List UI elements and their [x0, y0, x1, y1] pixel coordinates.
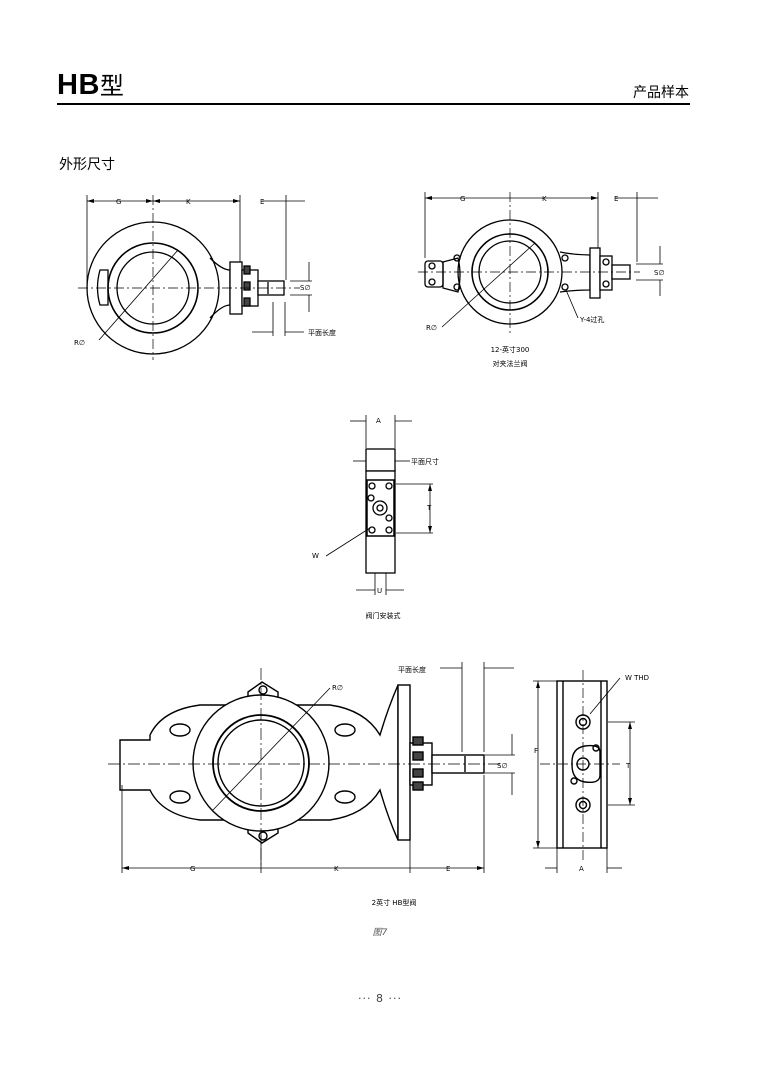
- document-type: 产品样本: [633, 85, 689, 101]
- fig4-label-g: G: [190, 865, 195, 873]
- fig5-label-a: A: [579, 865, 584, 873]
- page-number: ··· 8 ···: [358, 992, 402, 1005]
- fig1-label-k: K: [186, 198, 191, 206]
- fig1-label-r: R∅: [74, 339, 85, 347]
- fig2-labels: G K E S∅ R∅ Y-4过孔 12-英寸300 对夹法兰阀: [426, 195, 665, 368]
- fig1-label-flat-length: 平面长度: [308, 328, 336, 337]
- figure-label: 图7: [372, 928, 388, 938]
- fig2-label-e: E: [614, 195, 618, 203]
- fig4-label-e: E: [446, 865, 450, 873]
- series-title: HB型: [57, 69, 125, 101]
- fig2-valve-front-view: [418, 192, 663, 336]
- fig3-label-w: W: [312, 552, 319, 560]
- fig2-label-g: G: [460, 195, 465, 203]
- fig1-label-s: S∅: [300, 284, 311, 292]
- section-title: 外形尺寸: [59, 157, 115, 173]
- fig3-caption: 阀门安装式: [366, 611, 401, 620]
- dimension-arrowheads: [87, 196, 632, 870]
- fig2-label-r: R∅: [426, 324, 437, 332]
- fig2-caption-line2: 对夹法兰阀: [493, 359, 528, 368]
- fig4-label-k: K: [334, 865, 339, 873]
- fig5-valve-side-view: [533, 670, 635, 873]
- fig4-labels: 平面长度 R∅ S∅ G K E 2英寸 HB型阀: [190, 665, 508, 907]
- fig3-label-u: U: [377, 587, 382, 595]
- fig3-labels: A 平面尺寸 T W U 阀门安装式: [312, 417, 439, 620]
- fig1-label-e: E: [260, 198, 264, 206]
- fig4-valve-front-view: [108, 662, 515, 873]
- fig2-label-k: K: [542, 195, 547, 203]
- fig4-label-flat-length: 平面长度: [398, 665, 426, 674]
- fig5-label-w-thread: W THD: [625, 674, 649, 682]
- fig4-label-r: R∅: [332, 684, 343, 692]
- header-divider: [57, 103, 690, 105]
- fig3-mounting-pad: [325, 415, 433, 595]
- fig3-label-a: A: [376, 417, 381, 425]
- fig1-valve-front-view: [78, 195, 312, 360]
- fig4-caption: 2英寸 HB型阀: [372, 898, 417, 907]
- fig3-label-t: T: [426, 504, 432, 512]
- fig1-label-g: G: [116, 198, 121, 206]
- fig2-label-holes: Y-4过孔: [579, 315, 604, 324]
- fig1-labels: G K E S∅ R∅ 平面长度: [74, 198, 336, 347]
- fig3-label-flat: 平面尺寸: [411, 457, 439, 466]
- fig2-caption-line1: 12-英寸300: [491, 345, 530, 354]
- fig4-label-s: S∅: [497, 762, 508, 770]
- fig5-label-t: T: [625, 762, 631, 770]
- fig2-label-s: S∅: [654, 269, 665, 277]
- fig5-label-f: F: [534, 747, 538, 755]
- fig5-labels: W THD F T A: [534, 674, 649, 873]
